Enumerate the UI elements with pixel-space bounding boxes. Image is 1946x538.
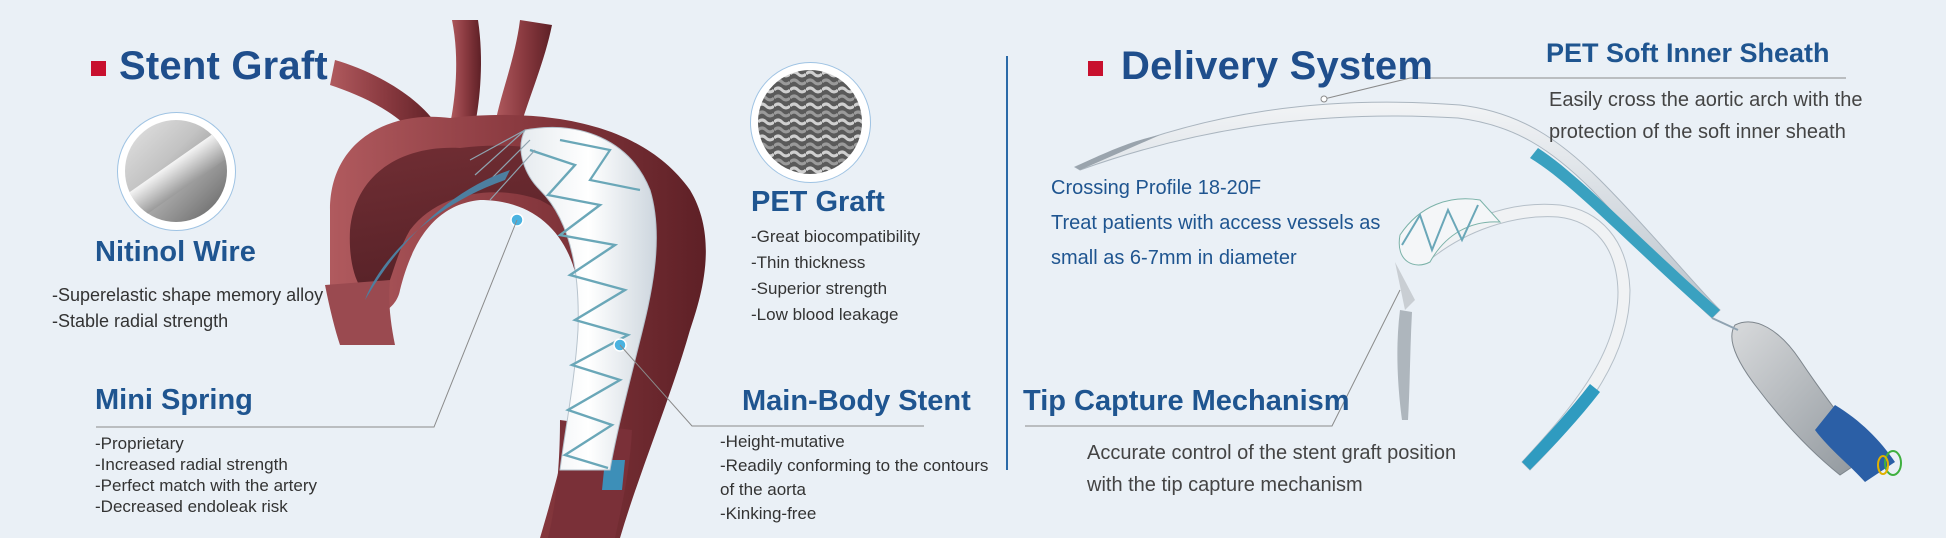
nitinol-wire-thumbnail [117, 112, 236, 231]
mini-spring-label: Mini Spring [95, 384, 253, 416]
list-item: -Kinking-free [720, 504, 817, 523]
desc-line: small as 6-7mm in diameter [1051, 247, 1297, 269]
desc-line: with the tip capture mechanism [1087, 474, 1363, 496]
pet-weave-texture [758, 70, 862, 174]
delivery-system-marker [1088, 61, 1103, 76]
list-item: -Decreased endoleak risk [95, 497, 288, 516]
desc-line: Easily cross the aortic arch with the [1549, 89, 1863, 111]
list-item: -Height-mutative [720, 432, 845, 451]
stent-graft-title: Stent Graft [119, 44, 328, 88]
desc-line: Treat patients with access vessels as [1051, 212, 1381, 234]
stent-graft-illustration [365, 127, 657, 471]
pet-graft-thumbnail [750, 62, 871, 183]
nitinol-wire-label: Nitinol Wire [95, 236, 256, 268]
tip-capture-label: Tip Capture Mechanism [1023, 385, 1350, 417]
list-item: -Low blood leakage [751, 305, 899, 324]
pet-graft-desc: -Great biocompatibility -Thin thickness … [751, 224, 920, 328]
list-item: -Readily conforming to the contours [720, 456, 989, 475]
pet-inner-sheath-label: PET Soft Inner Sheath [1546, 38, 1830, 68]
list-item: -Superelastic shape memory alloy [52, 285, 324, 305]
list-item: -Superior strength [751, 279, 888, 298]
desc-line: Accurate control of the stent graft posi… [1087, 442, 1457, 464]
list-item: of the aorta [720, 480, 807, 499]
delivery-catheter-illustration [1073, 101, 1902, 482]
mini-spring-desc: -Proprietary -Increased radial strength … [95, 433, 317, 517]
main-body-stent-label: Main-Body Stent [742, 385, 971, 417]
list-item: -Thin thickness [751, 253, 866, 272]
stent-graft-marker [91, 61, 106, 76]
list-item: -Proprietary [95, 434, 184, 453]
list-item: -Great biocompatibility [751, 227, 921, 246]
crossing-profile-desc: Crossing Profile 18-20F Treat patients w… [1051, 171, 1380, 276]
desc-line: protection of the soft inner sheath [1549, 121, 1846, 143]
list-item: -Stable radial strength [52, 311, 229, 331]
delivery-system-title: Delivery System [1121, 44, 1434, 88]
desc-line: Crossing Profile 18-20F [1051, 177, 1262, 199]
nitinol-wire-desc: -Superelastic shape memory alloy -Stable… [52, 282, 323, 334]
tip-capture-desc: Accurate control of the stent graft posi… [1087, 437, 1456, 501]
list-item: -Perfect match with the artery [95, 476, 318, 495]
list-item: -Increased radial strength [95, 455, 288, 474]
pet-inner-sheath-desc: Easily cross the aortic arch with the pr… [1549, 84, 1862, 148]
callout-lines-right [1025, 77, 1846, 427]
pet-graft-label: PET Graft [751, 186, 885, 218]
callout-lines-left [96, 219, 924, 428]
main-body-stent-desc: -Height-mutative -Readily conforming to … [720, 430, 988, 526]
